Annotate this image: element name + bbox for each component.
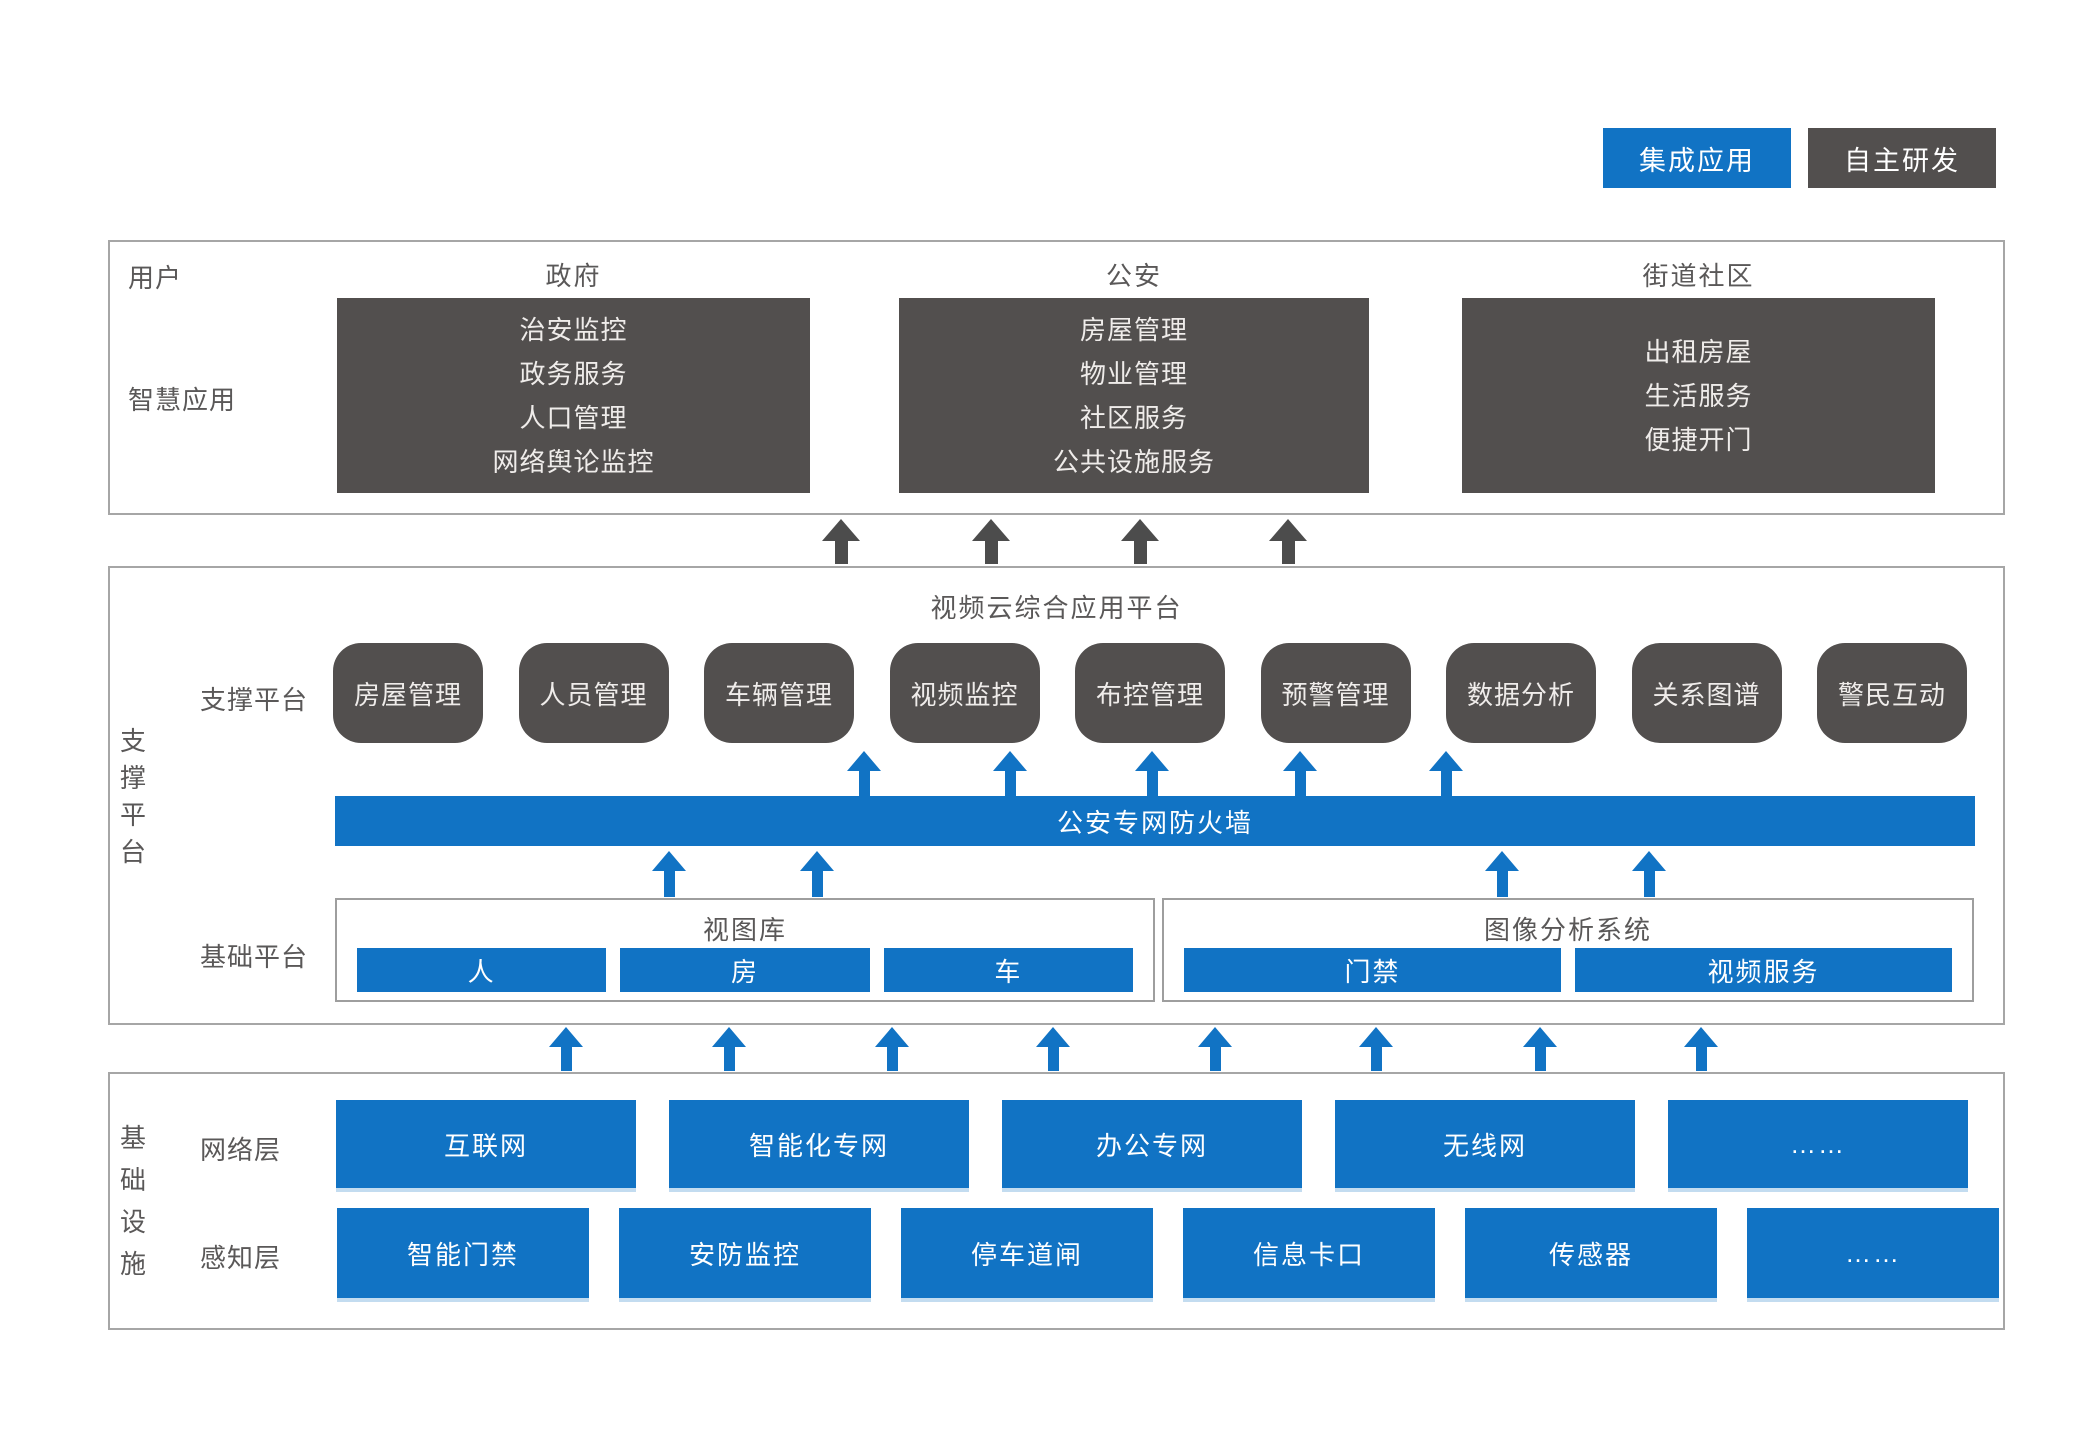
up-arrow-icon (1485, 851, 1519, 897)
sense-box: 停车道闸 (901, 1208, 1153, 1298)
up-arrow-icon (1429, 751, 1463, 797)
view-library-box: 视图库 人 房 车 (335, 898, 1155, 1002)
support-app-box: 预警管理 (1260, 643, 1411, 743)
network-layer-row: 互联网 智能化专网 办公专网 无线网 …… (336, 1100, 1968, 1188)
up-arrow-icon (800, 851, 834, 897)
government-app-box: 治安监控 政务服务 人口管理 网络舆论监控 (337, 298, 810, 493)
support-app-box: 数据分析 (1446, 643, 1596, 743)
base-row-label: 基础平台 (200, 942, 309, 972)
sense-layer-label: 感知层 (200, 1243, 282, 1273)
base-item: 房 (620, 948, 870, 992)
base-item: 视频服务 (1575, 948, 1952, 992)
image-analysis-title: 图像分析系统 (1483, 915, 1652, 945)
up-arrow-icon (652, 851, 686, 897)
base-item: 门禁 (1184, 948, 1561, 992)
legend-integrated-app: 集成应用 (1603, 128, 1791, 188)
up-arrow-icon (1121, 519, 1159, 564)
sense-box: 传感器 (1465, 1208, 1717, 1298)
app-item: 便捷开门 (1644, 424, 1753, 455)
up-arrow-icon (1269, 519, 1307, 564)
up-arrow-icon (549, 1027, 583, 1071)
infrastructure-side-label: 基础设施 (119, 1123, 146, 1279)
up-arrow-icon (875, 1027, 909, 1071)
up-arrow-icon (1523, 1027, 1557, 1071)
up-arrow-icon (1283, 751, 1317, 797)
firewall-bar: 公安专网防火墙 (335, 796, 1975, 846)
up-arrow-icon (1632, 851, 1666, 897)
base-item: 人 (357, 948, 607, 992)
image-analysis-items: 门禁 视频服务 (1184, 948, 1952, 992)
support-app-box: 车辆管理 (704, 643, 854, 743)
up-arrow-icon (822, 519, 860, 564)
up-arrow-icon (972, 519, 1010, 564)
police-app-box: 房屋管理 物业管理 社区服务 公共设施服务 (899, 298, 1369, 493)
up-arrow-icon (712, 1027, 746, 1071)
support-platform-side-label: 支撑平台 (119, 726, 146, 867)
sense-box: 安防监控 (619, 1208, 871, 1298)
network-box: 互联网 (336, 1100, 636, 1188)
app-item: 人口管理 (519, 402, 628, 433)
network-layer-label: 网络层 (200, 1135, 282, 1165)
view-library-items: 人 房 车 (357, 948, 1133, 992)
base-item: 车 (883, 948, 1133, 992)
app-item: 网络舆论监控 (492, 446, 655, 477)
sense-box: …… (1747, 1208, 1999, 1298)
support-app-box: 视频监控 (889, 643, 1040, 743)
community-app-box: 出租房屋 生活服务 便捷开门 (1462, 298, 1935, 493)
support-app-box: 警民互动 (1817, 643, 1967, 743)
app-item: 治安监控 (519, 314, 628, 345)
network-box: …… (1668, 1100, 1968, 1188)
view-library-title: 视图库 (702, 915, 787, 945)
support-apps-row: 房屋管理 人员管理 车辆管理 视频监控 布控管理 预警管理 数据分析 关系图谱 … (333, 643, 1967, 743)
sense-box: 信息卡口 (1183, 1208, 1435, 1298)
network-box: 办公专网 (1002, 1100, 1302, 1188)
column-header-community: 街道社区 (1642, 261, 1755, 291)
up-arrow-icon (1359, 1027, 1393, 1071)
sense-box: 智能门禁 (337, 1208, 589, 1298)
app-item: 政务服务 (519, 358, 628, 389)
platform-title: 视频云综合应用平台 (930, 593, 1183, 623)
network-box: 无线网 (1335, 1100, 1635, 1188)
app-item: 公共设施服务 (1052, 446, 1215, 477)
app-item: 生活服务 (1644, 380, 1753, 411)
app-item: 社区服务 (1079, 402, 1188, 433)
up-arrow-icon (1135, 751, 1169, 797)
support-app-box: 房屋管理 (333, 643, 483, 743)
up-arrow-icon (993, 751, 1027, 797)
app-item: 房屋管理 (1079, 314, 1188, 345)
column-header-police: 公安 (1105, 261, 1162, 291)
up-arrow-icon (1684, 1027, 1718, 1071)
support-app-box: 人员管理 (518, 643, 669, 743)
user-layer-label: 用户 (128, 263, 183, 293)
app-item: 出租房屋 (1644, 336, 1753, 367)
up-arrow-icon (1198, 1027, 1232, 1071)
network-box: 智能化专网 (669, 1100, 969, 1188)
support-app-box: 布控管理 (1075, 643, 1225, 743)
column-header-government: 政府 (545, 261, 602, 291)
app-item: 物业管理 (1079, 358, 1188, 389)
image-analysis-box: 图像分析系统 门禁 视频服务 (1162, 898, 1974, 1002)
legend-self-developed: 自主研发 (1808, 128, 1996, 188)
support-row-label: 支撑平台 (200, 685, 309, 715)
smart-app-label: 智慧应用 (128, 385, 237, 415)
up-arrow-icon (1036, 1027, 1070, 1071)
support-app-box: 关系图谱 (1631, 643, 1782, 743)
sense-layer-row: 智能门禁 安防监控 停车道闸 信息卡口 传感器 …… (337, 1208, 1999, 1298)
up-arrow-icon (847, 751, 881, 797)
